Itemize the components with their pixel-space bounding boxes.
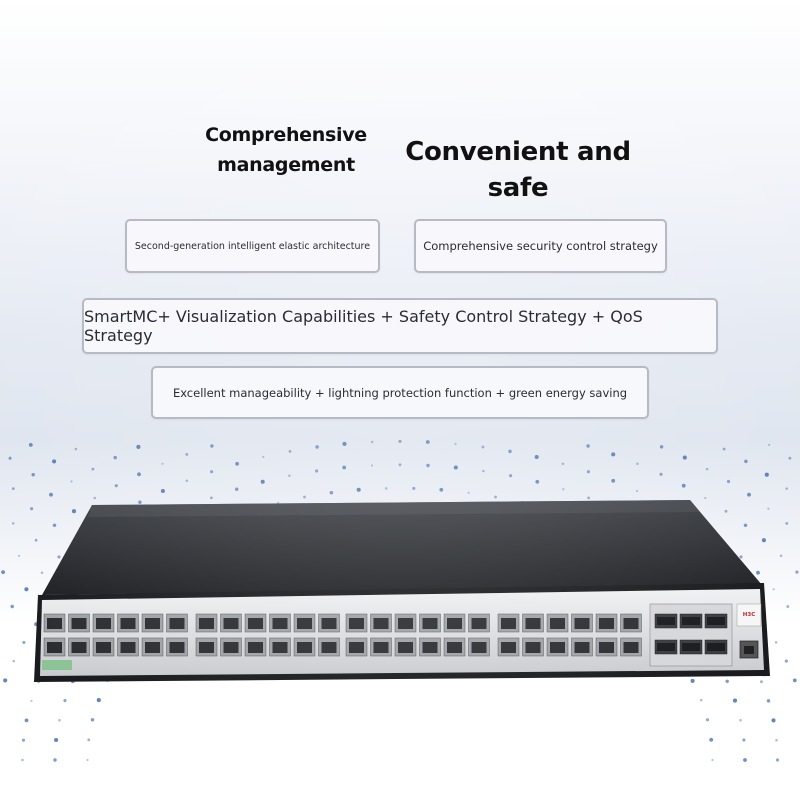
headline-left-line1: Comprehensive: [205, 124, 367, 146]
feature-manageability: Excellent manageability + lightning prot…: [151, 366, 649, 419]
headline-comprehensive-management: Comprehensive management: [196, 120, 376, 180]
feature-architecture: Second-generation intelligent elastic ar…: [125, 219, 380, 273]
feature-capabilities: SmartMC+ Visualization Capabilities + Sa…: [82, 298, 718, 354]
feature-security: Comprehensive security control strategy: [414, 219, 667, 273]
headline-convenient-safe: Convenient and safe: [405, 137, 631, 203]
headline-left-line2: management: [217, 154, 355, 176]
